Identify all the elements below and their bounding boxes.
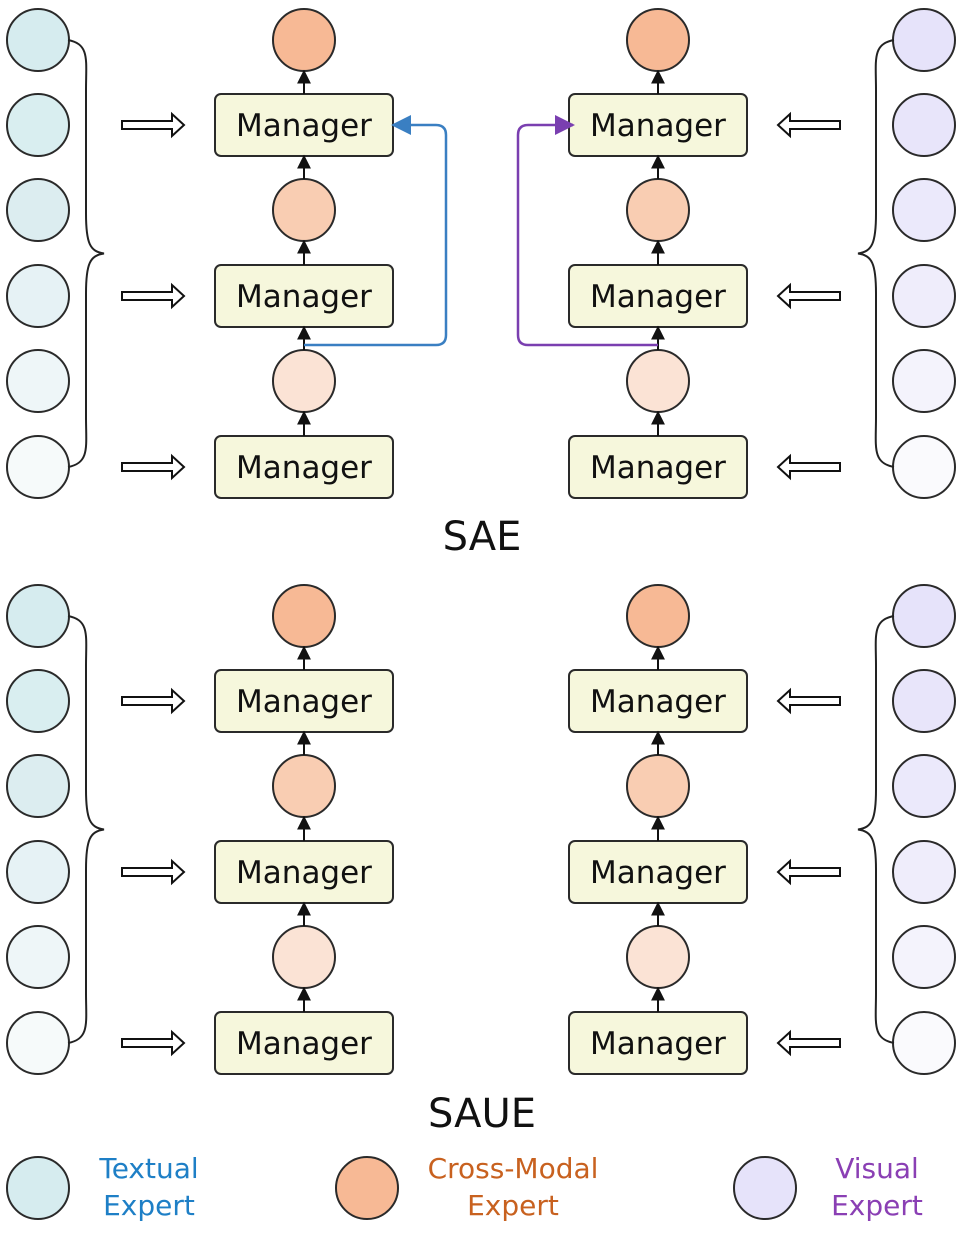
- saue-textual-input-arrow-2: [121, 858, 186, 886]
- saue-visual-stack-node-2: [626, 754, 690, 818]
- saue-textual-expert-2: [6, 669, 70, 733]
- legend-visual-swatch: [733, 1156, 797, 1220]
- saue-visual-stack-manager-1: Manager: [568, 1011, 748, 1075]
- sae-visual-stack-output-node: [626, 8, 690, 72]
- sae-section-title: SAE: [443, 514, 522, 560]
- saue-visual-stack-manager-2-label: Manager: [590, 855, 726, 891]
- legend: Textual Expert Cross-Modal Expert Visual…: [6, 1152, 923, 1222]
- legend-textual-line2: Expert: [103, 1189, 195, 1222]
- saue-textual-stack-manager-3: Manager: [214, 669, 394, 733]
- legend-visual-line1: Visual: [835, 1152, 919, 1185]
- saue-textual-stack-output-node: [272, 584, 336, 648]
- saue-visual-expert-6: [892, 1011, 956, 1075]
- sae-visual-stack-manager-3-label: Manager: [590, 108, 726, 144]
- sae-textual-stack-manager-1-label: Manager: [236, 450, 372, 486]
- sae-textual-expert-5: [6, 349, 70, 413]
- saue-textual-stack-node-2: [272, 754, 336, 818]
- sae-textual-expert-4: [6, 264, 70, 328]
- sae-textual-stack-node-1: [272, 349, 336, 413]
- saue-textual-expert-6: [6, 1011, 70, 1075]
- sae-textual-stack-node-2: [272, 178, 336, 242]
- legend-cross-modal-line2: Expert: [467, 1189, 559, 1222]
- sae-visual-expert-3: [892, 178, 956, 242]
- saue-visual-stack-node-1: [626, 925, 690, 989]
- sae-textual-expert-2: [6, 93, 70, 157]
- sae-visual-brace: [857, 39, 895, 468]
- saue-visual-input-arrow-1: [776, 687, 841, 715]
- sae-visual-stack-manager-1: Manager: [568, 435, 748, 499]
- sae-visual-expert-1: [892, 8, 956, 72]
- sae-visual-stack-manager-2-label: Manager: [590, 279, 726, 315]
- saue-textual-stack-manager-1: Manager: [214, 1011, 394, 1075]
- saue-textual-stack-manager-1-label: Manager: [236, 1026, 372, 1062]
- saue-textual-brace: [67, 615, 105, 1044]
- sae-textual-input-arrow-1: [121, 111, 186, 139]
- sae-textual-skip-connection: [304, 115, 448, 347]
- sae-visual-stack-node-1: [626, 349, 690, 413]
- sae-textual-expert-3: [6, 178, 70, 242]
- saue-visual-stack-manager-2: Manager: [568, 840, 748, 904]
- sae-visual-stack-manager-2: Manager: [568, 264, 748, 328]
- sae-textual-expert-6: [6, 435, 70, 499]
- saue-textual-input-arrow-1: [121, 687, 186, 715]
- saue-visual-stack-manager-3: Manager: [568, 669, 748, 733]
- sae-visual-expert-2: [892, 93, 956, 157]
- saue-visual-expert-4: [892, 840, 956, 904]
- legend-cross-modal-swatch: [335, 1156, 399, 1220]
- saue-textual-stack-manager-3-label: Manager: [236, 684, 372, 720]
- saue-visual-brace: [857, 615, 895, 1044]
- saue-visual-input-arrow-2: [776, 858, 841, 886]
- saue-visual-stack-manager-1-label: Manager: [590, 1026, 726, 1062]
- sae-visual-expert-5: [892, 349, 956, 413]
- sae-textual-stack-manager-2: Manager: [214, 264, 394, 328]
- saue-visual-expert-3: [892, 754, 956, 818]
- saue-visual-expert-2: [892, 669, 956, 733]
- saue-textual-expert-1: [6, 584, 70, 648]
- sae-visual-input-arrow-2: [776, 282, 841, 310]
- sae-textual-expert-1: [6, 8, 70, 72]
- sae-textual-stack-manager-3: Manager: [214, 93, 394, 157]
- saue-visual-stack-output-node: [626, 584, 690, 648]
- sae-textual-stack-manager-3-label: Manager: [236, 108, 372, 144]
- saue-visual-expert-1: [892, 584, 956, 648]
- sae-visual-input-arrow-3: [776, 453, 841, 481]
- sae-visual-stack-node-2: [626, 178, 690, 242]
- saue-textual-stack-manager-2: Manager: [214, 840, 394, 904]
- saue-textual-stack-manager-2-label: Manager: [236, 855, 372, 891]
- sae-visual-input-arrow-1: [776, 111, 841, 139]
- legend-textual-line1: Textual: [98, 1152, 198, 1185]
- saue-visual-expert-5: [892, 925, 956, 989]
- saue-textual-expert-3: [6, 754, 70, 818]
- saue-textual-expert-4: [6, 840, 70, 904]
- sae-visual-stack-manager-3: Manager: [568, 93, 748, 157]
- sae-textual-stack-manager-2-label: Manager: [236, 279, 372, 315]
- sae-visual-expert-4: [892, 264, 956, 328]
- saue-textual-stack-node-1: [272, 925, 336, 989]
- saue-section-title: SAUE: [428, 1091, 536, 1137]
- sae-textual-brace: [67, 39, 105, 468]
- sae-visual-skip-connection: [516, 115, 658, 347]
- saue-textual-expert-5: [6, 925, 70, 989]
- legend-visual-line2: Expert: [831, 1189, 923, 1222]
- saue-visual-input-arrow-3: [776, 1029, 841, 1057]
- sae-visual-expert-6: [892, 435, 956, 499]
- sae-textual-stack-manager-1: Manager: [214, 435, 394, 499]
- sae-textual-input-arrow-2: [121, 282, 186, 310]
- sae-textual-input-arrow-3: [121, 453, 186, 481]
- legend-cross-modal-line1: Cross-Modal: [428, 1152, 599, 1185]
- legend-textual-swatch: [6, 1156, 70, 1220]
- sae-textual-stack-output-node: [272, 8, 336, 72]
- sae-visual-stack-manager-1-label: Manager: [590, 450, 726, 486]
- saue-textual-input-arrow-3: [121, 1029, 186, 1057]
- saue-visual-stack-manager-3-label: Manager: [590, 684, 726, 720]
